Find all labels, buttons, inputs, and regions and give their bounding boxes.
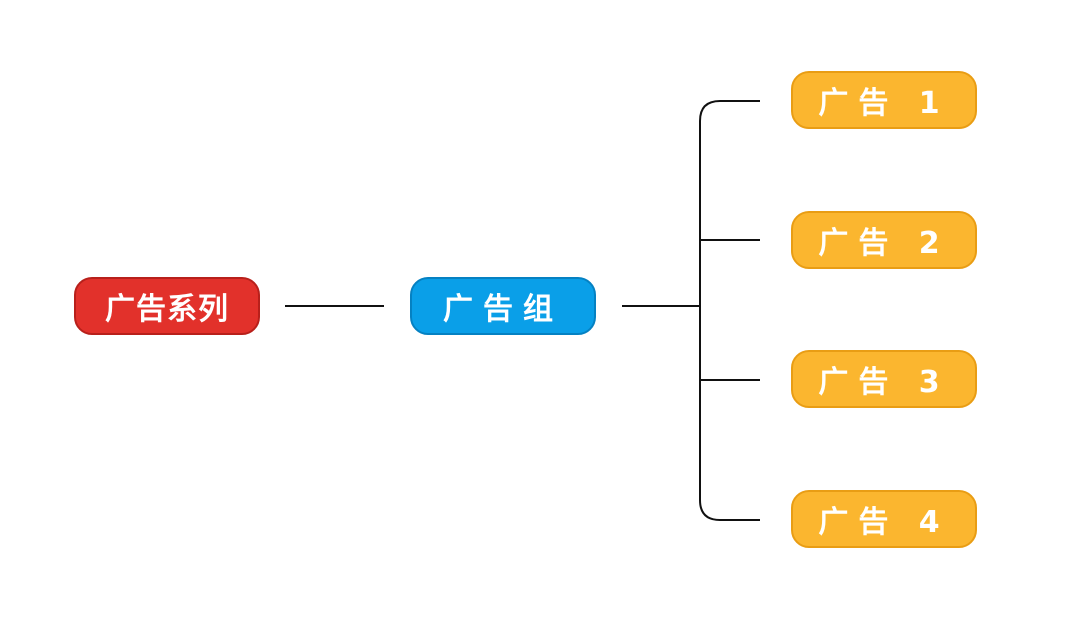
branch-bracket — [699, 100, 760, 521]
node-ad-2: 广告 2 — [791, 211, 977, 269]
node-ad-1: 广告 1 — [791, 71, 977, 129]
node-ad-3-label: 广告 3 — [818, 365, 950, 400]
node-campaign-label: 广告系列 — [105, 292, 229, 327]
node-ad-group: 广告组 — [410, 277, 596, 335]
node-ad-3: 广告 3 — [791, 350, 977, 408]
node-ad-group-label: 广告组 — [443, 292, 563, 327]
node-ad-1-label: 广告 1 — [818, 86, 950, 121]
node-ad-4: 广告 4 — [791, 490, 977, 548]
node-ad-4-label: 广告 4 — [818, 505, 950, 540]
node-campaign: 广告系列 — [74, 277, 260, 335]
node-ad-2-label: 广告 2 — [818, 226, 950, 261]
